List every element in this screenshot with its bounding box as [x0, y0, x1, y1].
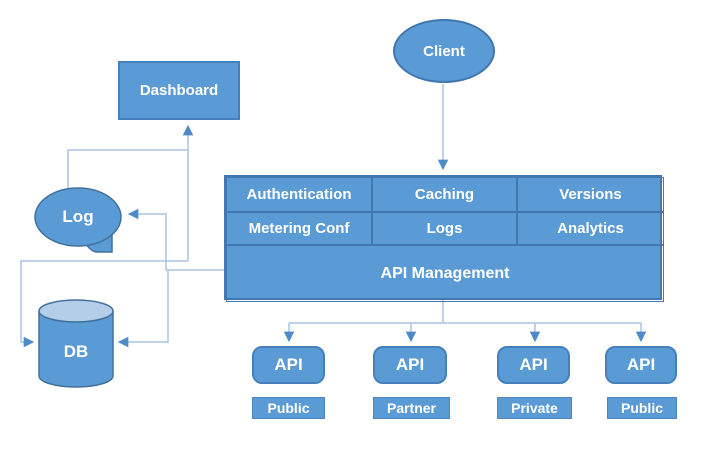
api-management-title: API Management — [226, 245, 664, 302]
cell-analytics: Analytics — [517, 212, 664, 245]
api-management-grid: Authentication Caching Versions Metering… — [224, 175, 664, 302]
api-type-1-text: Public — [267, 400, 310, 416]
cell-authentication: Authentication — [226, 177, 372, 212]
api-type-label-4: Public — [607, 397, 677, 419]
connector-to-db-left — [20, 260, 188, 348]
connector-apim-to-log — [127, 208, 224, 271]
api-box-4: API — [605, 346, 677, 384]
dashboard-node: Dashboard — [118, 61, 240, 120]
api-box-2: API — [373, 346, 447, 384]
api-type-4-text: Public — [620, 400, 663, 416]
log-callout-shape — [34, 187, 122, 253]
client-node: Client — [393, 19, 495, 83]
api-type-label-1: Public — [252, 397, 325, 419]
api-box-3-label: API — [519, 355, 548, 374]
client-label: Client — [423, 42, 465, 60]
api-box-3: API — [497, 346, 570, 384]
cell-versions: Versions — [517, 177, 664, 212]
connector-to-db-right — [117, 270, 169, 348]
api-type-label-2: Partner — [373, 397, 450, 419]
api-type-2-text: Partner — [386, 400, 437, 416]
cell-metering-conf: Metering Conf — [226, 212, 372, 245]
api-box-1-label: API — [274, 355, 303, 374]
dashboard-label: Dashboard — [139, 82, 219, 99]
api-box-1: API — [252, 346, 325, 384]
cell-caching: Caching — [372, 177, 517, 212]
db-cylinder-shape — [38, 299, 114, 388]
cell-logs: Logs — [372, 212, 517, 245]
connector-log-riser — [67, 149, 188, 189]
api-box-2-label: API — [395, 355, 425, 374]
api-type-3-text: Private — [511, 400, 558, 416]
api-type-label-3: Private — [497, 397, 572, 419]
api-box-4-label: API — [626, 355, 656, 374]
